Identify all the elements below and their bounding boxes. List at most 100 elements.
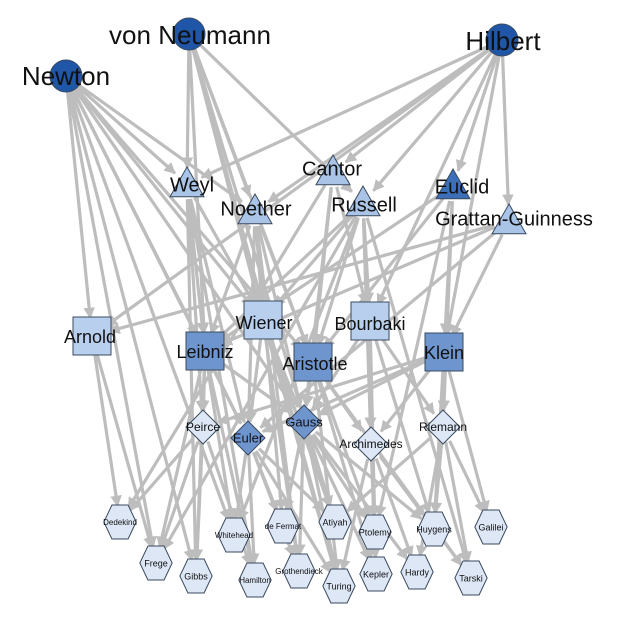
edge-peirce-dedekind (129, 437, 195, 511)
node-euler (230, 420, 266, 456)
edge-weyl-euler (189, 198, 248, 424)
edge-gauss-atiyah (307, 436, 333, 508)
edge-euler-whitehead (232, 452, 248, 521)
edge-grattan-arnold (108, 223, 495, 334)
node-cantor (315, 153, 351, 186)
edge-gauss-huygens (314, 430, 423, 520)
edge-aristotle-gauss (302, 378, 314, 408)
node-klein (424, 332, 464, 372)
node-archimedes (353, 426, 389, 462)
node-turing (322, 568, 356, 604)
edge-peirce-frege (159, 440, 200, 549)
node-newton (49, 59, 83, 93)
edge-gauss-turing (305, 436, 340, 572)
node-hamilton (238, 562, 272, 598)
node-label-leibniz: Leibniz (176, 342, 233, 362)
edge-noether-aristotle (258, 224, 309, 347)
node-label-turing: Turing (326, 581, 351, 591)
node-label-weyl: Weyl (170, 174, 214, 196)
node-label-newton: Newton (22, 61, 110, 91)
node-tarski (454, 560, 488, 596)
node-label-defermat: de Fermat (265, 522, 302, 531)
edge-hilbert-russell (372, 49, 494, 192)
node-label-cantor: Cantor (302, 158, 362, 180)
edge-hilbert-bourbaki (376, 52, 498, 306)
edge-archimedes-hardy (374, 457, 414, 558)
edge-riemann-galilei (448, 440, 486, 514)
edge-klein-archimedes (379, 364, 435, 433)
node-noether (237, 192, 273, 225)
node-whitehead (217, 517, 251, 553)
node-label-kepler: Kepler (363, 569, 389, 579)
node-dedekind (103, 504, 137, 540)
node-gibbs (179, 558, 213, 594)
edge-klein-peirce (217, 355, 429, 425)
node-label-peirce: Peirce (186, 420, 220, 434)
node-label-vonneumann: von Neumann (109, 20, 271, 50)
edge-weyl-wiener (193, 196, 256, 306)
node-ptolemy (358, 514, 392, 550)
node-label-dedekind: Dedekind (103, 518, 137, 527)
node-label-gauss: Gauss (285, 414, 323, 429)
node-label-wiener: Wiener (235, 313, 292, 333)
node-aristotle (293, 342, 333, 382)
node-russell (345, 184, 381, 217)
edge-peirce-gibbs (191, 442, 204, 562)
node-label-whitehead: Whitehead (215, 531, 253, 540)
node-label-riemann: Riemann (419, 420, 467, 434)
node-label-ptolemy: Ptolemy (359, 527, 392, 537)
edge-archimedes-huygens (378, 455, 426, 517)
node-kepler (359, 556, 393, 592)
node-label-russell: Russell (331, 194, 397, 216)
node-label-klein: Klein (424, 343, 464, 363)
edge-gauss-kepler (309, 435, 371, 561)
edge-wiener-euler (245, 336, 263, 424)
node-label-noether: Noether (220, 198, 291, 220)
node-label-tarski: Tarski (459, 573, 483, 583)
node-label-euclid: Euclid (435, 176, 489, 198)
edge-russell-leibniz (217, 212, 353, 340)
edge-gauss-defermat (282, 436, 303, 512)
node-galilei (474, 509, 508, 545)
edge-hilbert-weyl (200, 44, 490, 179)
edge-riemann-tarski (444, 441, 472, 564)
node-label-frege: Frege (144, 558, 168, 568)
edge-vonneumann-weyl (181, 48, 194, 170)
node-grattan (491, 202, 527, 235)
edge-russell-aristotle (316, 217, 360, 346)
edge-bourbaki-gauss (311, 334, 362, 410)
node-label-atiyah: Atiyah (322, 517, 347, 527)
edges-layer (65, 42, 514, 574)
node-vonneumann (172, 17, 206, 51)
node-wiener (243, 300, 283, 340)
edge-hilbert-klein (443, 53, 501, 336)
node-label-hamilton: Hamilton (239, 576, 271, 585)
edge-newton-weyl (75, 84, 177, 175)
edge-bourbaki-riemann (378, 334, 436, 415)
edge-grattan-klein (450, 233, 504, 337)
edge-leibniz-euler (211, 365, 243, 425)
node-arnold (72, 316, 112, 356)
node-label-grattan: Grattan-Guinness (435, 208, 593, 230)
nodes-layer (49, 17, 527, 604)
edge-arnold-dedekind (92, 352, 122, 508)
node-label-grothendieck: Grothendieck (275, 567, 324, 576)
edge-hilbert-euclid (455, 53, 499, 172)
node-leibniz (185, 331, 225, 371)
node-euclid (435, 167, 471, 200)
edge-archimedes-turing (339, 458, 370, 572)
edge-hilbert-arnold (105, 47, 492, 327)
edge-noether-leibniz (209, 224, 252, 336)
node-label-bourbaki: Bourbaki (334, 314, 405, 334)
node-label-archimedes: Archimedes (339, 437, 402, 451)
edge-hilbert-cantor (344, 47, 492, 164)
node-frege (139, 545, 173, 581)
node-gauss (286, 404, 322, 440)
edge-newton-noether (76, 83, 243, 203)
edge-newton-wiener (73, 86, 253, 307)
edge-arnold-frege (95, 352, 155, 549)
edge-bourbaki-huygens (373, 336, 432, 515)
